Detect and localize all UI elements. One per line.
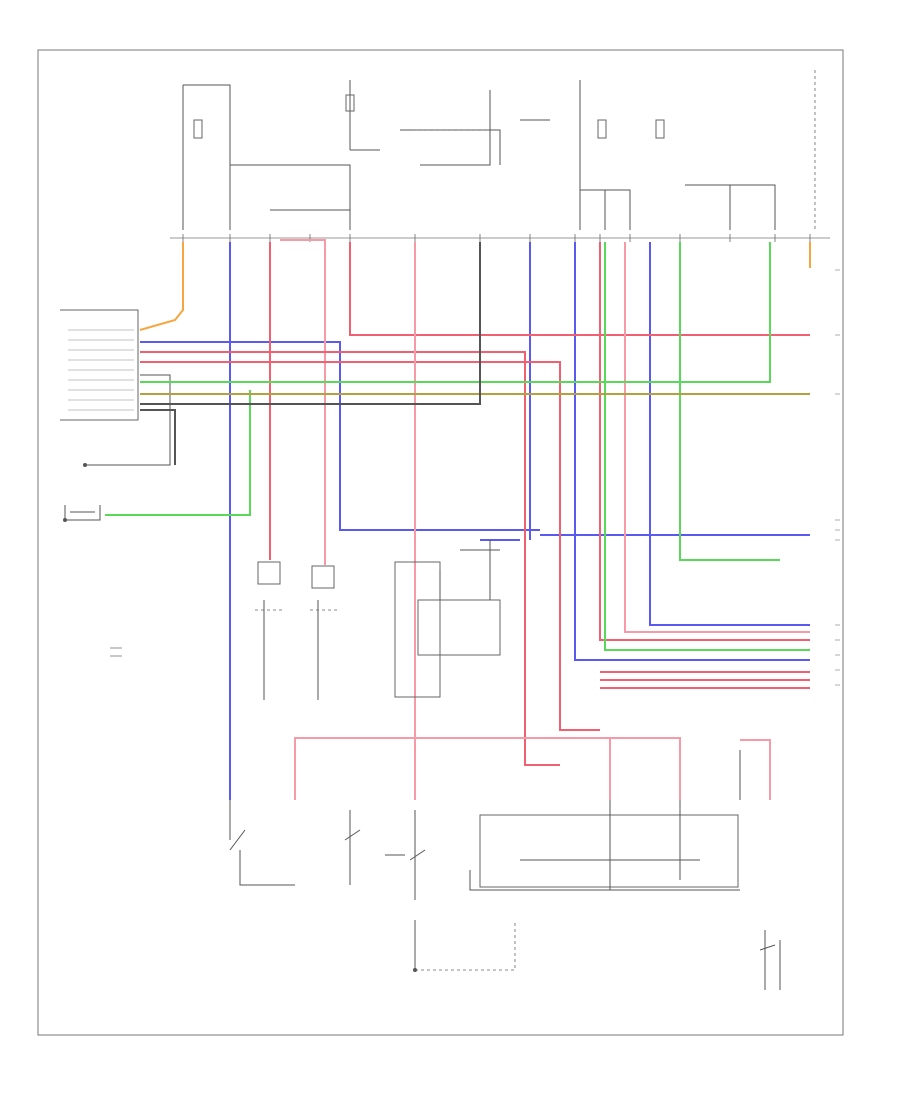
wire-green-4	[105, 390, 251, 516]
wire-pink-5	[610, 737, 681, 800]
wire-pink-3	[624, 242, 810, 633]
wire-gray-1	[140, 242, 481, 405]
left-switches	[63, 374, 171, 522]
wire-red-3	[140, 351, 560, 766]
wire-blue-5	[574, 242, 810, 661]
wire-pink-6	[740, 739, 771, 800]
connector-row	[170, 234, 830, 242]
wire-blue-2	[140, 341, 540, 531]
wire-green-3	[679, 242, 780, 561]
wire-gray-2	[140, 409, 176, 465]
control-module	[60, 309, 139, 421]
wire-red-4	[140, 361, 600, 731]
middle-modules	[229, 540, 781, 990]
wire-green-2	[604, 242, 810, 651]
wire-red-5	[599, 242, 810, 641]
right-terminal-ticks	[835, 269, 840, 686]
wire-blue-6	[649, 242, 810, 626]
wire-pink-4	[294, 737, 611, 800]
legend-marks	[110, 647, 122, 657]
wire-pink-1	[280, 239, 326, 565]
diagram-frame	[37, 49, 844, 1036]
top-power-feeds	[182, 70, 816, 230]
wire-green-1	[140, 242, 771, 383]
wire-red-2	[349, 242, 810, 336]
wire-orange-left	[139, 242, 184, 331]
